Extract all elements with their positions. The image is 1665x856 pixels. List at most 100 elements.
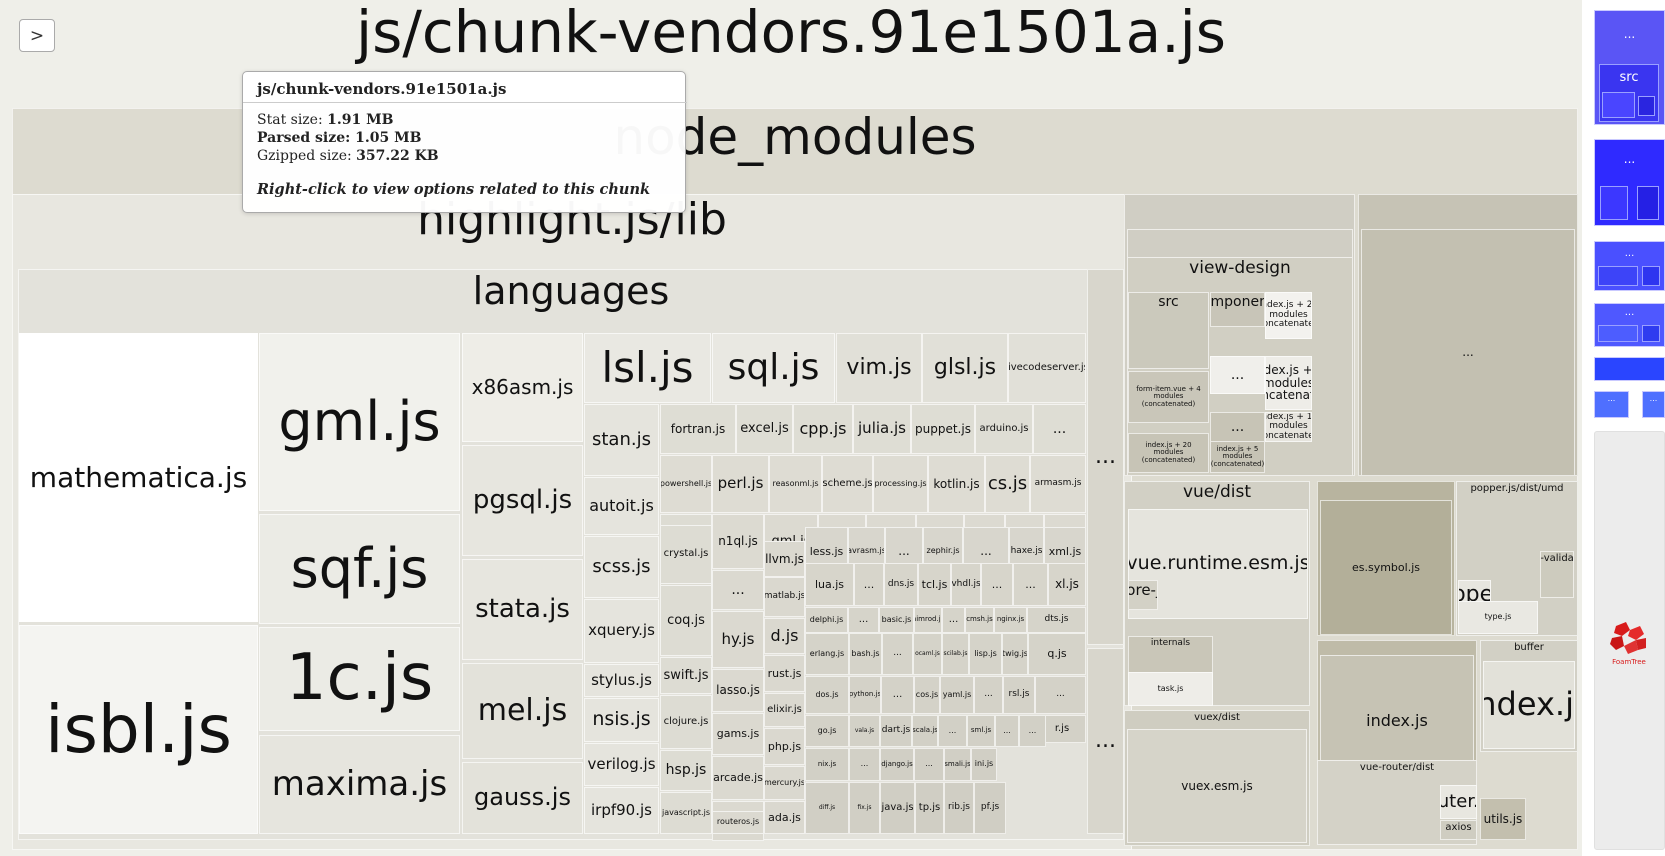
treemap-cell[interactable]: llvm.js	[764, 541, 805, 577]
treemap-cell[interactable]: xquery.js	[584, 599, 659, 663]
treemap-cell[interactable]: ini.js	[971, 748, 997, 781]
treemap-cell[interactable]: es.symbol.js	[1320, 500, 1452, 635]
treemap-cell[interactable]: delphi.js	[805, 607, 848, 633]
treemap-cell[interactable]: type.js	[1458, 601, 1538, 634]
treemap-cell[interactable]: scheme.js	[822, 455, 873, 513]
treemap-cell[interactable]: async-validator/es	[1540, 551, 1574, 598]
treemap-cell[interactable]: arduino.js	[975, 404, 1033, 454]
treemap-cell[interactable]: ...	[981, 563, 1013, 606]
treemap-cell[interactable]: javascript.js	[660, 792, 712, 834]
treemap-cell[interactable]: diff.js	[805, 782, 849, 834]
treemap-cell[interactable]: ...	[1087, 269, 1124, 645]
treemap-cell[interactable]: cos.js	[914, 676, 940, 714]
treemap-cell[interactable]: gml.js	[259, 333, 460, 511]
treemap-cell[interactable]: kotlin.js	[928, 455, 985, 513]
treemap-cell[interactable]: nix.js	[805, 748, 849, 781]
treemap-cell[interactable]: ...	[848, 607, 879, 633]
treemap-cell[interactable]: ...	[942, 607, 965, 633]
treemap-cell[interactable]: irpf90.js	[584, 787, 659, 834]
treemap-cell[interactable]: components	[1210, 292, 1265, 327]
treemap-cell[interactable]: ...	[854, 563, 884, 606]
treemap-cell[interactable]: n1ql.js	[712, 514, 764, 569]
treemap-cell[interactable]: scala.js	[912, 715, 938, 747]
treemap-cell[interactable]: ...	[1019, 715, 1046, 747]
treemap-cell[interactable]: index.js	[1483, 661, 1575, 749]
treemap-cell[interactable]: dart.js	[880, 715, 912, 747]
treemap-cell[interactable]: reasonml.js	[769, 455, 822, 513]
treemap-cell[interactable]: ...	[1033, 404, 1086, 454]
treemap-cell[interactable]: scilab.js	[942, 633, 969, 675]
treemap-cell[interactable]: utils.js	[1480, 798, 1526, 840]
treemap-cell[interactable]: swift.js	[660, 657, 712, 694]
treemap-cell[interactable]: sml.js	[967, 715, 995, 747]
treemap-cell[interactable]: java.js	[880, 782, 915, 834]
treemap-cell[interactable]: powershell.js	[660, 455, 712, 513]
treemap-cell[interactable]: internals	[1128, 636, 1213, 674]
treemap-cell[interactable]: armasm.js	[1030, 455, 1086, 513]
treemap-cell[interactable]: x86asm.js	[462, 333, 583, 442]
treemap-cell[interactable]: excel.js	[736, 404, 793, 454]
treemap-cell[interactable]: gams.js	[712, 713, 764, 755]
treemap-cell[interactable]: lsl.js	[584, 333, 711, 403]
treemap-cell[interactable]: ...	[882, 633, 913, 675]
treemap-cell[interactable]: fix.js	[849, 782, 880, 834]
treemap-cell[interactable]: processing.js	[873, 455, 928, 513]
treemap-cell[interactable]: verilog.js	[584, 743, 659, 786]
treemap-cell[interactable]: dos.js	[805, 676, 849, 714]
treemap-cell[interactable]: tcl.js	[918, 563, 951, 606]
treemap-cell[interactable]: python.js	[849, 676, 881, 714]
treemap-cell[interactable]: xl.js	[1048, 563, 1086, 606]
treemap-cell[interactable]: ...	[914, 748, 944, 781]
treemap-cell[interactable]: glsl.js	[922, 333, 1008, 403]
treemap-cell[interactable]: vim.js	[836, 333, 922, 403]
treemap-cell[interactable]: vue.runtime.esm.js	[1128, 509, 1308, 619]
treemap-cell[interactable]: dts.js	[1027, 607, 1086, 633]
treemap-cell[interactable]: pgsql.js	[462, 445, 583, 556]
treemap-cell[interactable]: ...	[1210, 412, 1265, 442]
treemap-cell[interactable]: scss.js	[584, 536, 659, 598]
treemap-cell[interactable]: ...	[1210, 356, 1265, 394]
treemap-cell[interactable]: maxima.js	[259, 735, 460, 834]
treemap-cell[interactable]: core-js	[1128, 580, 1158, 610]
treemap-cell[interactable]: coq.js	[660, 585, 712, 656]
treemap-cell[interactable]: ...	[712, 570, 764, 610]
treemap-cell[interactable]: ...	[849, 748, 880, 781]
treemap-cell[interactable]: lisp.js	[969, 633, 1002, 675]
treemap-cell[interactable]: vuex.esm.js	[1127, 729, 1307, 843]
treemap-cell[interactable]: php.js	[764, 728, 805, 765]
expand-sidebar-button[interactable]: >	[19, 19, 55, 52]
treemap-cell[interactable]: ...	[1087, 648, 1124, 834]
sidebar-chunk-5[interactable]	[1594, 357, 1665, 381]
treemap-cell[interactable]: isbl.js	[19, 625, 258, 834]
treemap-cell[interactable]: index.js + 5 modules (concatenated)	[1210, 441, 1265, 473]
treemap-cell[interactable]: hy.js	[712, 611, 764, 668]
treemap-cell[interactable]: elixir.js	[764, 693, 805, 727]
treemap-cell[interactable]: stan.js	[584, 404, 659, 476]
treemap-cell[interactable]: yaml.js	[940, 676, 974, 714]
treemap-cell[interactable]: crystal.js	[660, 525, 712, 584]
treemap-cell[interactable]: basic.js	[879, 607, 914, 633]
treemap-cell[interactable]: gauss.js	[462, 762, 583, 834]
treemap-cell[interactable]: rib.js	[944, 782, 974, 834]
treemap-cell[interactable]: index.js + 25 modules (concatenated)	[1265, 292, 1312, 339]
treemap-cell[interactable]: stylus.js	[584, 664, 659, 697]
treemap-cell[interactable]: dns.js	[884, 563, 918, 606]
treemap-cell[interactable]: cs.js	[985, 455, 1030, 513]
treemap-cell[interactable]: rsl.js	[1003, 676, 1035, 714]
treemap-cell[interactable]: ...	[1035, 676, 1086, 714]
treemap-cell[interactable]: erlang.js	[805, 633, 849, 675]
treemap-cell[interactable]: vhdl.js	[951, 563, 981, 606]
treemap-cell[interactable]: django.js	[880, 748, 914, 781]
treemap-cell[interactable]: tp.js	[915, 782, 944, 834]
treemap-cell[interactable]: ...	[1013, 563, 1048, 606]
treemap-cell[interactable]: cmsh.js	[965, 607, 994, 633]
treemap-cell[interactable]: ...	[1361, 229, 1575, 476]
treemap-cell[interactable]: autoit.js	[584, 477, 659, 535]
treemap-cell[interactable]: bash.js	[849, 633, 882, 675]
sidebar-scroll-panel[interactable]	[1594, 431, 1665, 850]
treemap-cell[interactable]: src	[1128, 292, 1209, 369]
treemap-cell[interactable]: julia.js	[853, 404, 911, 454]
treemap-cell[interactable]: pf.js	[974, 782, 1006, 834]
treemap-cell[interactable]: index.js + 6 modules (concatenated)	[1265, 356, 1312, 410]
